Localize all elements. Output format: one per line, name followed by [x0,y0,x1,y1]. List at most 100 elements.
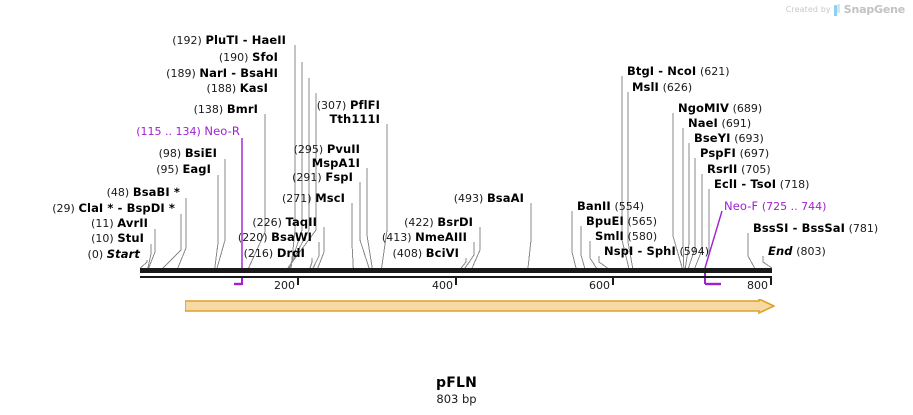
label-position: (693) [734,132,764,145]
label-mscI[interactable]: (271) MscI [281,191,345,206]
label-position: (307) [316,99,347,112]
leader-line-taqII [317,227,325,269]
label-enzyme-name: MslI [632,80,659,94]
snapgene-watermark: Created by SnapGene [786,3,905,16]
label-fspI[interactable]: (291) FspI [292,170,353,185]
label-enzyme-name: BpuEI [586,214,624,228]
label-enzyme-name: ClaI * - BspDI * [78,201,175,215]
ruler-baseline [140,276,772,278]
label-bpuEI[interactable]: BpuEI (565) [586,214,657,229]
label-smlI[interactable]: SmlI (580) [595,230,657,244]
label-kasI[interactable]: (188) KasI [207,81,268,96]
label-bssSI-bssSaI[interactable]: BssSI - BssSaI (781) [753,222,878,236]
label-avrII[interactable]: (11) AvrII [91,216,148,231]
label-bmrI[interactable]: (138) BmrI [194,103,258,117]
label-enzyme-name: PvuII [326,142,360,156]
label-neo-r[interactable]: (115 .. 134) Neo-R [136,125,240,139]
label-nspI-sphI[interactable]: NspI - SphI (594) [604,245,710,259]
label-enzyme-name: BsrDI [437,215,473,229]
label-enzyme-name: NgoMIV [678,101,729,115]
label-enzyme-name: EagI [182,162,211,176]
label-stuI[interactable]: (10) StuI [91,231,144,246]
label-enzyme-name: NmeAIII [415,230,467,244]
label-enzyme-name: PluTI - HaeII [205,33,286,47]
label-bsrDI[interactable]: (422) BsrDI [404,215,473,230]
watermark-created-by-text: Created by [785,5,831,14]
label-bsaAI[interactable]: (493) BsaAI [454,191,524,206]
label-position: (271) [281,192,312,205]
label-narI-bsaHI[interactable]: (189) NarI - BsaHI [166,67,278,81]
label-bsiEI[interactable]: (98) BsiEI [159,146,217,161]
leader-line-bsaWI [312,242,320,269]
label-ngoMIV[interactable]: NgoMIV (689) [678,101,763,116]
label-taqII[interactable]: (226) TaqII [252,215,317,230]
label-position: (0) [87,248,104,261]
label-enzyme-name: BsaAI [486,191,524,205]
label-position: (594) [679,245,710,258]
ruler-tick-400 [455,278,457,285]
label-pspFI[interactable]: PspFI (697) [700,147,770,161]
label-enzyme-name: BsaWI [271,230,312,244]
ruler-tick-600 [612,278,614,285]
label-ecII-tsoI[interactable]: EclI - TsoI (718) [714,178,809,192]
label-position: (189) [166,67,196,80]
label-position: (29) [52,202,75,215]
label-enzyme-name: BseYI [694,131,731,145]
label-position: (216) [243,247,274,260]
label-position: (10) [91,232,114,245]
label-bsaWI[interactable]: (220) BsaWI [238,230,312,245]
label-enzyme-name: BsiEI [184,146,217,160]
label-enzyme-name: StuI [117,231,144,245]
label-sfoI[interactable]: (190) SfoI [219,50,278,65]
label-enzyme-name: KasI [239,81,268,95]
label-position: (408) [392,247,423,260]
label-pflFI[interactable]: (307) PflFI [316,99,380,113]
label-enzyme-name: MscI [315,191,345,205]
leader-line-bsiEI [216,159,226,269]
label-enzyme-name: MspA1I [311,156,360,170]
label-enzyme-name: FspI [325,170,353,184]
label-eagI[interactable]: (95) EagI [156,162,211,177]
label-end[interactable]: End (803) [768,245,826,259]
leader-line-eagI [214,175,219,269]
leader-line-pvuII [366,168,373,269]
label-banII[interactable]: BanII (554) [577,199,644,214]
label-btgI-ncoI[interactable]: BtgI - NcoI (621) [627,64,730,79]
ruler-tick-label-400: 400 [432,279,453,292]
sequence-backbone[interactable] [140,268,772,273]
label-rsrII[interactable]: RsrII (705) [707,162,771,177]
label-position: (295) [293,143,324,156]
label-bciVI[interactable]: (408) BciVI [392,247,459,261]
label-claI-bspDI[interactable]: (29) ClaI * - BspDI * [52,201,175,216]
leader-line-neo-f [704,210,723,269]
label-position: (192) [172,34,202,47]
label-plutI-haeII[interactable]: (192) PluTI - HaeII [172,33,286,48]
label-terminus-name: Start [106,247,140,261]
label-naeI[interactable]: NaeI (691) [688,116,751,131]
label-enzyme-name: NaeI [688,116,718,130]
label-enzyme-name: BtgI - NcoI [627,64,697,78]
label-pvuII[interactable]: (295) PvuII [293,142,360,157]
label-bseYI[interactable]: BseYI (693) [694,131,764,146]
label-enzyme-name: TaqII [285,215,317,229]
coding-region-arrow[interactable] [185,299,775,315]
label-mspA1I[interactable]: MspA1I [312,157,360,170]
label-nmeAIII[interactable]: (413) NmeAIII [382,230,467,245]
leader-line-banII [571,211,577,269]
label-mslI[interactable]: MslI (626) [632,80,692,95]
label-position: (725 .. 744) [761,200,827,213]
label-neo-f[interactable]: Neo-F (725 .. 744) [724,200,827,214]
label-enzyme-name: AvrII [117,216,148,230]
label-position: (697) [739,147,770,160]
label-enzyme-name: SfoI [252,50,278,64]
label-position: (689) [732,102,763,115]
label-bsaBI[interactable]: (48) BsaBI * [107,186,180,200]
leader-line-avrII [148,229,156,269]
label-tth111I[interactable]: Tth111I [329,113,380,126]
label-position: (95) [156,163,179,176]
label-start[interactable]: (0) Start [87,247,140,262]
leader-line-fspI [359,182,370,269]
label-enzyme-name: RsrII [707,162,738,176]
label-enzyme-name: BanII [577,199,611,213]
label-drdI[interactable]: (216) DrdI [243,247,305,261]
